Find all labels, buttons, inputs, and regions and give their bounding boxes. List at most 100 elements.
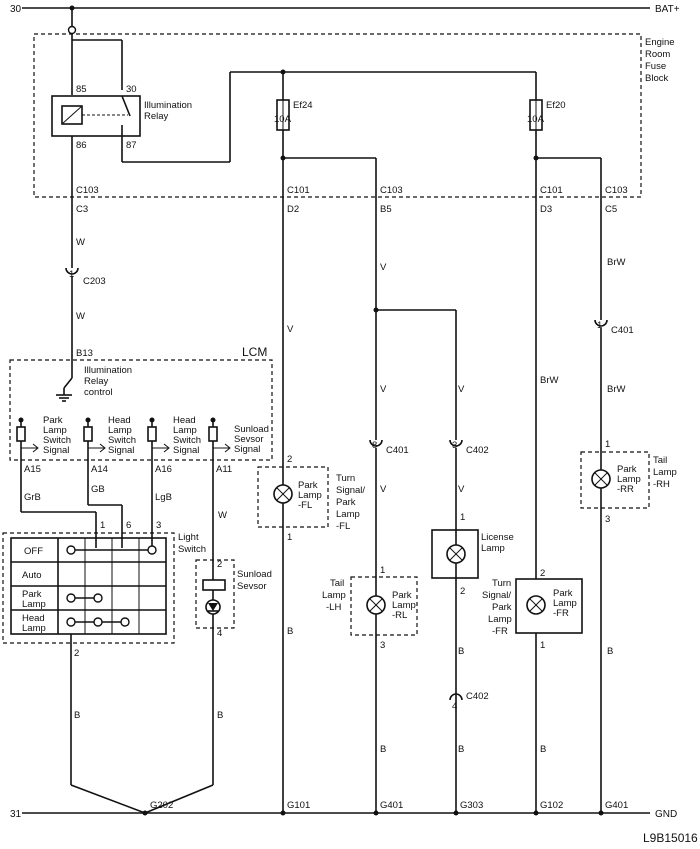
relay-name-1: Illumination: [144, 100, 192, 111]
lamp-fl-side4: Lamp: [336, 509, 360, 520]
wire-color-b3: B: [287, 626, 293, 637]
lamp-fl-l1: Park: [298, 480, 318, 491]
lcm-input-4-l1: Sunload: [234, 424, 269, 435]
fuse-block-label-1: Engine: [645, 37, 675, 48]
wire-color-v4: V: [458, 384, 465, 395]
ground-dot: [598, 810, 604, 816]
fuse-block-label-2: Room: [645, 49, 670, 60]
wire-color-b6: B: [458, 744, 464, 755]
lamp-rl-l3: -RL: [392, 610, 407, 621]
lamp-fl-side2: Signal/: [336, 485, 365, 496]
conn-c103-c5-b: C5: [605, 204, 617, 215]
c402-bot-label: C402: [466, 691, 489, 702]
conn-c103-b5-b: B5: [380, 204, 392, 215]
c203-pin: 1: [69, 269, 74, 280]
bulb-x: [369, 598, 383, 612]
lcm-input-3-l2: Lamp: [173, 425, 197, 436]
lamp-rr-l2: Lamp: [617, 474, 641, 485]
lcm-relay-ctrl-2: Relay: [84, 376, 109, 387]
wire-color-v1: V: [287, 324, 294, 335]
wire-color-b2: B: [217, 710, 223, 721]
ground-g401-b: G401: [605, 800, 628, 811]
lcm-pin-a15: A15: [24, 464, 41, 475]
c203-label: C203: [83, 276, 106, 287]
relay-pin-87: 87: [126, 140, 137, 151]
sunload-sensor-outline: [195, 559, 235, 629]
lcm-pin-a11: A11: [216, 464, 232, 475]
c401-rr-pin: 1: [597, 320, 602, 331]
lamp-fl-side1: Turn: [336, 473, 355, 484]
conn-c101-a: C101: [287, 185, 310, 196]
lamp-fr-pin-bot: 1: [540, 640, 545, 651]
relay-box: [51, 95, 141, 137]
ls-pos-park-1: Park: [22, 589, 42, 600]
lcm-input-2-l4: Signal: [108, 445, 134, 456]
license-lamp-l2: Lamp: [481, 543, 505, 554]
lamp-fr-pin-top: 2: [540, 568, 545, 579]
lcm-pin-a14: A14: [91, 464, 108, 475]
lamp-fl-l2: Lamp: [298, 490, 322, 501]
ls-pin-2: 2: [74, 648, 79, 659]
relay-pin-85: 85: [76, 84, 87, 95]
bulb-x: [276, 487, 290, 501]
wire-color-v5: V: [380, 484, 387, 495]
wire-color-b4: B: [380, 744, 386, 755]
light-switch-outline: [2, 532, 175, 644]
switch-contact: [93, 617, 103, 627]
lamp-rl-pin-top: 1: [380, 565, 385, 576]
ls-pin-1: 1: [100, 520, 105, 531]
conn-c103-a: C103: [76, 185, 99, 196]
ground-dot: [533, 810, 539, 816]
sunload-label-2: Sevsor: [237, 581, 267, 592]
switch-contact: [66, 593, 76, 603]
switch-contact: [66, 617, 76, 627]
wire-color-w1: W: [76, 237, 85, 248]
relay-coil-diag: [61, 105, 83, 125]
rail-31-label: 31: [10, 809, 22, 820]
wire-color-b5: B: [458, 646, 464, 657]
lamp-fr-l1: Park: [553, 588, 573, 599]
c402-top-label: C402: [466, 445, 489, 456]
lamp-rl-l2: Lamp: [392, 600, 416, 611]
wire-color-v2: V: [380, 262, 387, 273]
relay-contact: [121, 95, 131, 117]
sunload-element: [202, 579, 226, 591]
wire-color-brw1: BrW: [540, 375, 559, 386]
lamp-fr-side3: Park: [492, 602, 512, 613]
connector-c401-rr: [594, 319, 608, 327]
ls-pos-off: OFF: [24, 546, 43, 557]
c402-bot-pin: 4: [452, 701, 457, 712]
wire: [70, 784, 146, 814]
ls-pin-3: 3: [156, 520, 161, 531]
photodiode-triangle: [208, 603, 218, 611]
wire-color-w2: W: [76, 311, 85, 322]
lcm-input-a14: Head Lamp Switch Signal A14: [83, 415, 136, 475]
ground-dot: [453, 810, 459, 816]
wire-color-brw2: BrW: [607, 257, 626, 268]
lcm-input-4-l2: Sevsor: [234, 434, 264, 445]
wire-color-b1: B: [74, 710, 80, 721]
lcm-relay-ctrl-3: control: [84, 387, 113, 398]
wire-color-lgb: LgB: [155, 492, 172, 503]
conn-c101-d3-a: C101: [540, 185, 563, 196]
lamp-rr-pin-top: 1: [605, 439, 610, 450]
relay-pin-86: 86: [76, 140, 87, 151]
license-lamp-box: [431, 529, 479, 579]
lamp-fr-box: [515, 578, 583, 634]
sunload-pin-2: 2: [217, 559, 222, 570]
lcm-label: LCM: [242, 345, 267, 359]
c401-rl-label: C401: [386, 445, 409, 456]
lamp-fr-side1: Turn: [492, 578, 511, 589]
ls-label-1: Light: [178, 532, 199, 543]
lamp-rl-l1: Park: [392, 590, 412, 601]
c401-rr-label: C401: [611, 325, 634, 336]
ground-g101: G101: [287, 800, 310, 811]
ls-pos-auto: Auto: [22, 570, 42, 581]
rail-gnd-label: GND: [655, 809, 677, 820]
lcm-input-a15: Park Lamp Switch Signal A15: [16, 415, 71, 475]
lamp-rr-side3: -RH: [653, 479, 670, 490]
lcm-input-1-l4: Signal: [43, 445, 69, 456]
fuse-block-outline: [33, 33, 642, 198]
conn-c103-b5-a: C103: [380, 185, 403, 196]
